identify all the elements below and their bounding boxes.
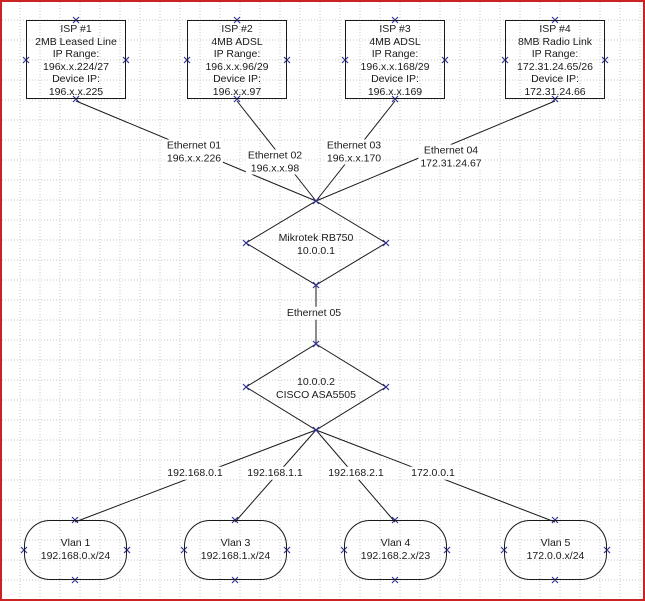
gateway-label-vlan5[interactable]: 172.0.0.1 (409, 466, 457, 480)
gateway-label-vlan1[interactable]: 192.168.0.1 (165, 466, 225, 480)
isp-device-ip: 196.x.x.225 (48, 85, 104, 98)
vlan-name: Vlan 5 (540, 537, 571, 549)
isp-device-ip-label: Device IP: (213, 73, 261, 86)
isp-ip-range: 196.x.x.96/29 (205, 60, 269, 73)
ethernet-label-05[interactable]: Ethernet 05 (284, 306, 344, 320)
router-ip: 10.0.0.1 (297, 245, 335, 257)
isp-ip-range-label: IP Range: (371, 48, 419, 61)
isp-title: ISP #2 (221, 23, 253, 35)
vlan-name: Vlan 3 (220, 537, 251, 549)
ethernet-name: Ethernet 04 (423, 144, 479, 157)
ethernet-label-02[interactable]: Ethernet 02 196.x.x.98 (245, 149, 305, 175)
ethernet-name: Ethernet 03 (326, 139, 382, 152)
vlan-name: Vlan 1 (60, 537, 91, 549)
isp-box-1[interactable]: ISP #1 2MB Leased Line IP Range: 196x.x.… (26, 20, 126, 99)
vlan-subnet: 192.168.2.x/23 (360, 550, 431, 562)
vlan-subnet: 192.168.0.x/24 (40, 550, 111, 562)
isp-service: 2MB Leased Line (35, 35, 117, 48)
ethernet-label-04[interactable]: Ethernet 04 172.31.24.67 (418, 144, 484, 170)
ethernet-ip: 196.x.x.226 (166, 152, 222, 164)
isp-title: ISP #3 (379, 23, 411, 35)
isp-ip-range: 196.x.x.168/29 (360, 60, 430, 73)
firewall-ip: 10.0.0.2 (297, 376, 335, 388)
isp-ip-range-label: IP Range: (531, 48, 579, 61)
ethernet-ip: 196.x.x.98 (250, 162, 300, 174)
isp-ip-range: 196x.x.224/27 (43, 60, 109, 73)
vlan-box-1[interactable]: Vlan 1 192.168.0.x/24 (24, 520, 127, 580)
vlan-subnet: 192.168.1.x/24 (200, 550, 271, 562)
isp-service: 8MB Radio Link (517, 35, 593, 48)
ethernet-label-03[interactable]: Ethernet 03 196.x.x.170 (324, 139, 384, 165)
router-name: Mikrotek RB750 (278, 232, 354, 244)
isp-box-4[interactable]: ISP #4 8MB Radio Link IP Range: 172.31.2… (505, 20, 605, 99)
isp-title: ISP #1 (60, 23, 92, 35)
gateway-label-vlan4[interactable]: 192.168.2.1 (326, 466, 386, 480)
vlan-box-5[interactable]: Vlan 5 172.0.0.x/24 (504, 520, 607, 580)
isp-device-ip-label: Device IP: (531, 73, 579, 86)
isp-device-ip-label: Device IP: (371, 73, 419, 86)
gateway-label-vlan3[interactable]: 192.168.1.1 (245, 466, 305, 480)
isp-device-ip: 172.31.24.66 (524, 85, 586, 98)
ethernet-name: Ethernet 02 (247, 149, 303, 162)
firewall-node-label[interactable]: 10.0.0.2 CISCO ASA5505 (276, 376, 356, 402)
isp-ip-range-label: IP Range: (52, 48, 100, 61)
vlan-box-3[interactable]: Vlan 3 192.168.1.x/24 (184, 520, 287, 580)
isp-service: 4MB ADSL (211, 35, 263, 48)
router-node-label[interactable]: Mikrotek RB750 10.0.0.1 (279, 232, 354, 258)
isp-ip-range-label: IP Range: (213, 48, 261, 61)
ethernet-ip: 172.31.24.67 (420, 157, 482, 169)
ethernet-label-01[interactable]: Ethernet 01 196.x.x.226 (164, 139, 224, 165)
ethernet-name: Ethernet 05 (286, 306, 342, 319)
ethernet-name: Ethernet 01 (166, 139, 222, 152)
isp-ip-range: 172.31.24.65/26 (517, 60, 593, 73)
isp-box-3[interactable]: ISP #3 4MB ADSL IP Range: 196.x.x.168/29… (345, 20, 445, 99)
vlan-name: Vlan 4 (380, 537, 411, 549)
isp-device-ip: 196.x.x.97 (212, 85, 262, 98)
isp-box-2[interactable]: ISP #2 4MB ADSL IP Range: 196.x.x.96/29 … (187, 20, 287, 99)
isp-device-ip-label: Device IP: (52, 73, 100, 86)
isp-device-ip: 196.x.x.169 (367, 85, 423, 98)
firewall-name: CISCO ASA5505 (276, 389, 356, 401)
vlan-subnet: 172.0.0.x/24 (526, 550, 585, 562)
isp-service: 4MB ADSL (369, 35, 421, 48)
ethernet-ip: 196.x.x.170 (326, 152, 382, 164)
isp-title: ISP #4 (539, 23, 571, 35)
vlan-box-4[interactable]: Vlan 4 192.168.2.x/23 (344, 520, 447, 580)
